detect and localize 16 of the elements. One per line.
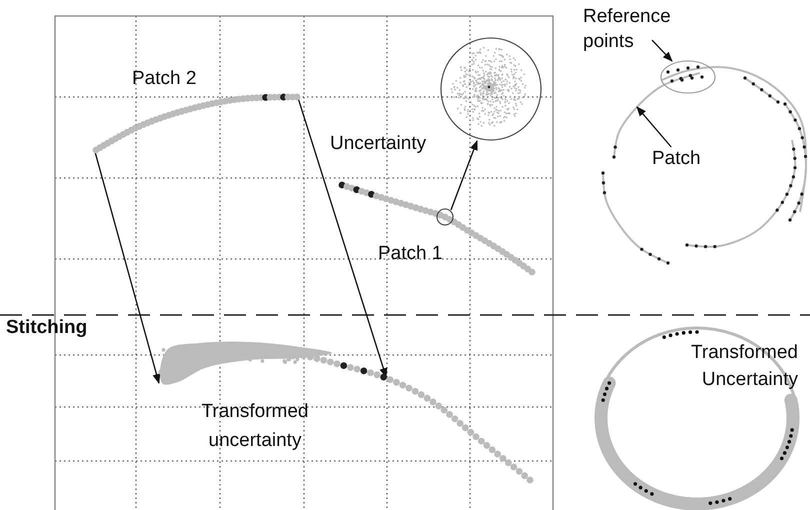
callout-text: Reference points bbox=[583, 5, 675, 59]
patch-label: Patch 2 bbox=[132, 67, 196, 91]
patch-curve bbox=[93, 92, 301, 154]
uncertainty-circle bbox=[440, 37, 542, 141]
plot-label: Uncertainty bbox=[330, 132, 426, 156]
highlight-ellipse bbox=[660, 60, 716, 94]
plot-label: Transformed uncertainty bbox=[200, 400, 310, 452]
highlight-circle bbox=[436, 208, 454, 226]
callout-text: Patch bbox=[652, 147, 716, 175]
arrow bbox=[652, 40, 673, 62]
plot-label: Transformed Uncertainty bbox=[690, 341, 798, 392]
section-label: Stitching bbox=[6, 316, 88, 340]
arrow bbox=[94, 152, 160, 384]
arrow bbox=[636, 106, 672, 148]
patch-label: Patch 1 bbox=[378, 242, 442, 266]
arrow bbox=[450, 140, 478, 210]
